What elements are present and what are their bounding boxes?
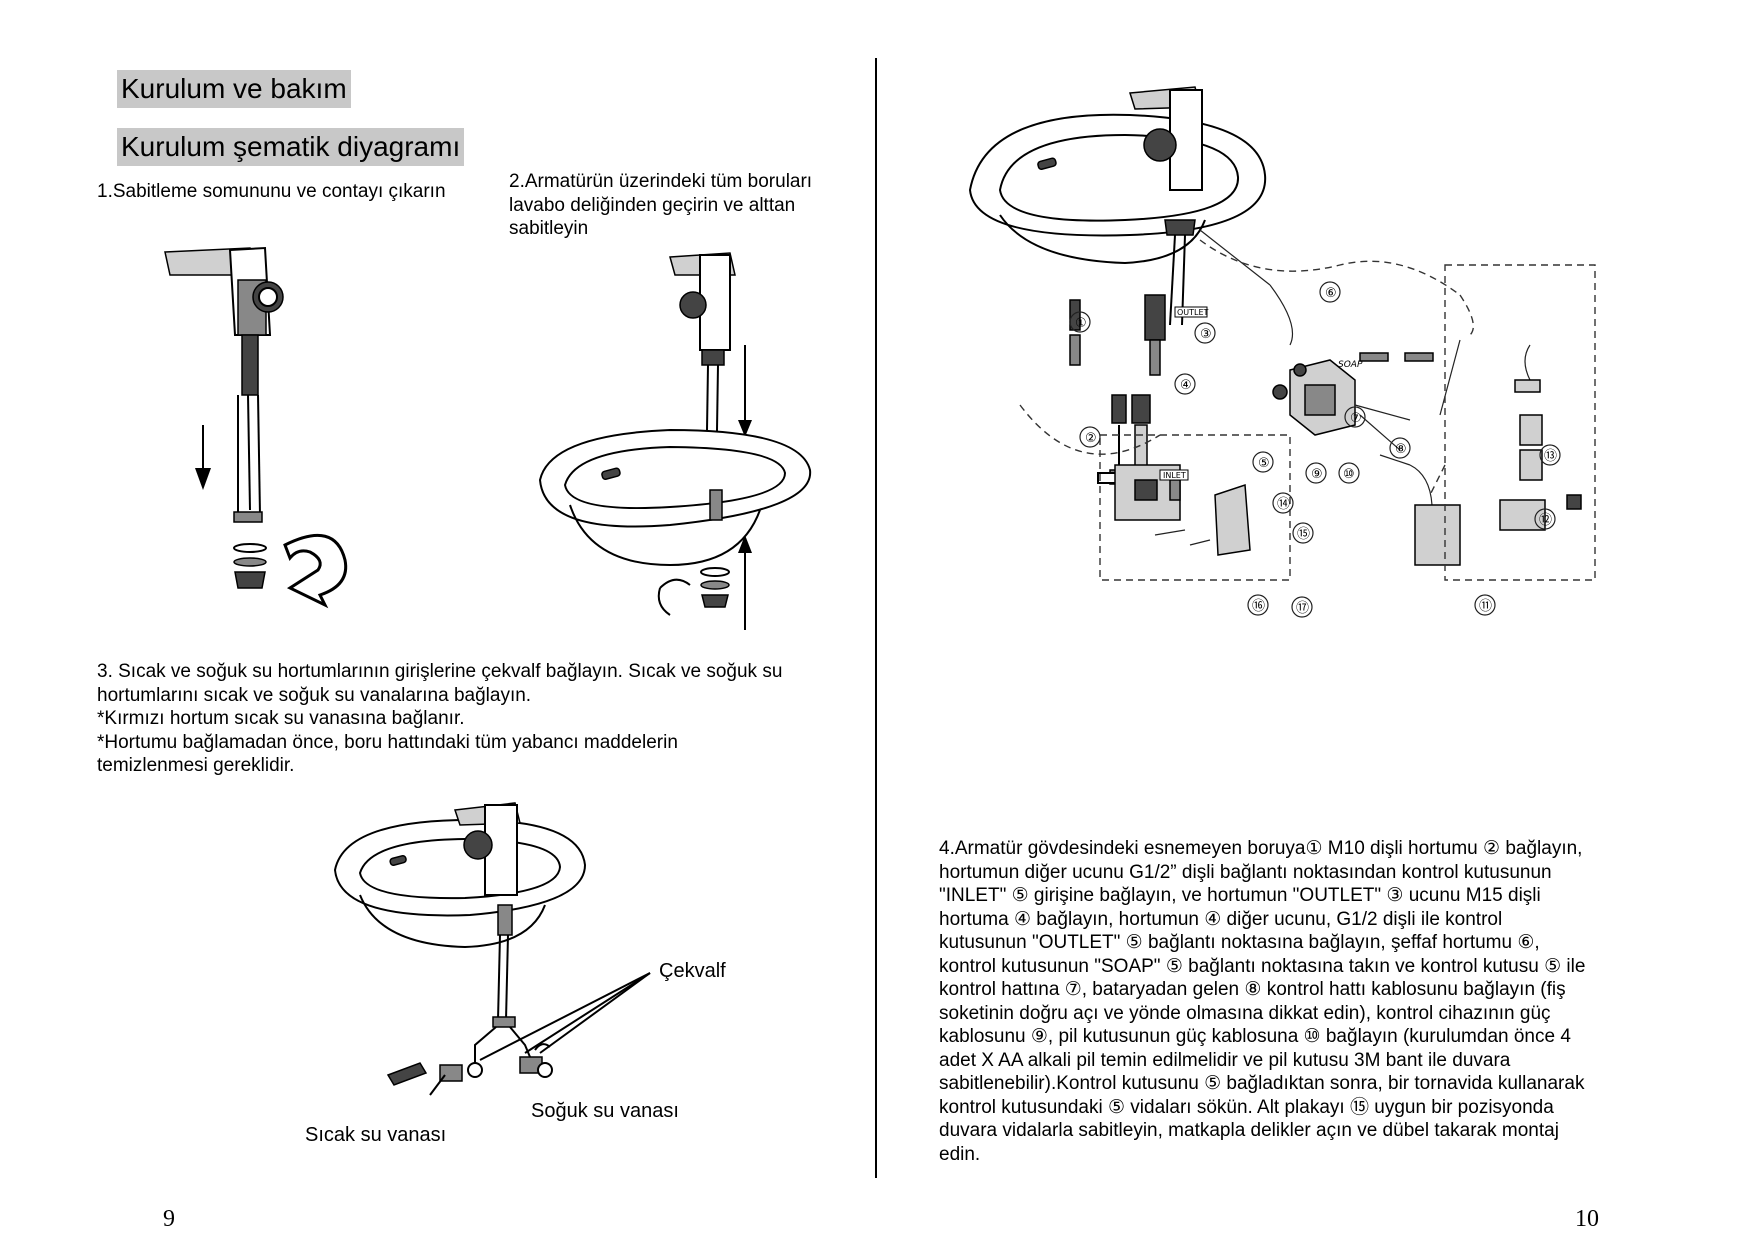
callout-3: ③	[1200, 327, 1212, 342]
step3-line: 3. Sıcak ve soğuk su hortumlarının giriş…	[97, 661, 783, 682]
callout-14: ⑭	[1277, 497, 1290, 512]
step4-line: kontrol hattına ⑦, bataryadan gelen ⑧ ko…	[939, 979, 1566, 1000]
step3-line: hortumlarını sıcak ve soğuk su vanaların…	[97, 684, 532, 706]
callout-group: ① ② ③ ④ ⑤ ⑥ ⑦ ⑧ ⑨ ⑩ ⑪ ⑫ ⑬ ⑭ ⑮ ⑯ ⑰	[1069, 281, 1561, 618]
step4-line: hortumun diğer ucunu G1/2” dişli bağlant…	[939, 861, 1552, 883]
outlet-tag: OUTLET	[1177, 308, 1209, 317]
step2-line: sabitleyin	[509, 218, 589, 239]
page-number-right: 10	[1575, 1206, 1599, 1232]
step2-line: 2.Armatürün üzerindeki tüm boruları	[509, 171, 813, 192]
step4-line: kablosunu ⑨, pil kutusunun güç kablosuna…	[939, 1026, 1571, 1047]
step4-line: kutusunun "OUTLET" ⑤ bağlantı noktasına …	[939, 932, 1540, 953]
callout-8: ⑧	[1395, 442, 1407, 457]
page-divider	[875, 58, 877, 1178]
callout-9: ⑨	[1311, 467, 1323, 482]
page-number-left: 9	[163, 1206, 175, 1232]
callout-12: ⑫	[1539, 513, 1552, 528]
check-valve-label: Çekvalf	[659, 960, 726, 982]
faucet-basin-figure	[538, 252, 812, 630]
inlet-tag: INLET	[1163, 471, 1186, 480]
step4-line: sabitlenebilir).Kontrol kutusunu ⑤ bağla…	[939, 1073, 1585, 1094]
callout-2: ②	[1085, 431, 1097, 446]
callout-4: ④	[1180, 378, 1192, 393]
valve-connection-figure	[333, 802, 651, 1096]
step3-line: *Kırmızı hortum sıcak su vanasına bağlan…	[97, 708, 465, 729]
section-heading: Kurulum ve bakım	[117, 70, 351, 108]
step4-line: duvara vidalarla sabitleyin, matkapla de…	[939, 1120, 1559, 1141]
step4-line: 4.Armatür gövdesindeki esnemeyen boruya①…	[939, 838, 1583, 859]
callout-16: ⑯	[1252, 599, 1265, 614]
step4-line: edin.	[939, 1143, 981, 1165]
callout-6: ⑥	[1325, 286, 1337, 301]
step4-text: 4.Armatür gövdesindeki esnemeyen boruya①…	[939, 837, 1585, 1166]
step3-line: temizlenmesi gereklidir.	[97, 755, 295, 776]
callout-7: ⑦	[1350, 411, 1362, 426]
callout-5: ⑤	[1258, 456, 1270, 471]
step3-line: *Hortumu bağlamadan önce, boru hattındak…	[97, 731, 678, 753]
faucet-removal-figure	[164, 246, 348, 609]
soap-tag: SOAP	[1338, 360, 1363, 370]
callout-13: ⑬	[1544, 449, 1557, 464]
step4-line: soketinin doğru açı ve yönde olmasına di…	[939, 1002, 1551, 1024]
callout-1: ①	[1075, 316, 1087, 331]
callout-11: ⑪	[1479, 599, 1492, 614]
step4-line: "INLET" ⑤ girişine bağlayın, ve hortumun…	[939, 885, 1541, 906]
step4-line: kontrol kutusunun "SOAP" ⑤ bağlantı nokt…	[939, 955, 1586, 977]
exploded-assembly-diagram: ① ② ③ ④ ⑤ ⑥ ⑦ ⑧ ⑨ ⑩ ⑪ ⑫ ⑬ ⑭ ⑮ ⑯ ⑰ OUTLET…	[968, 86, 1596, 618]
callout-15: ⑮	[1297, 527, 1310, 542]
callout-17: ⑰	[1296, 601, 1309, 616]
hot-valve-label: Sıcak su vanası	[305, 1124, 447, 1146]
step4-line: hortuma ④ bağlayın, hortumun ④ diğer ucu…	[939, 908, 1503, 930]
step4-line: kontrol kutusundaki ⑤ vidaları sökün. Al…	[939, 1096, 1554, 1118]
section-subheading: Kurulum şematik diyagramı	[117, 128, 465, 166]
step2-text: 2.Armatürün üzerindeki tüm boruları lava…	[509, 170, 812, 241]
step4-line: adet X AA alkali pil temin edilmelidir v…	[939, 1049, 1511, 1071]
step2-line: lavabo deliğinden geçirin ve alttan	[509, 194, 796, 216]
step3-text: 3. Sıcak ve soğuk su hortumlarının giriş…	[97, 660, 782, 778]
callout-10: ⑩	[1343, 467, 1355, 482]
step1-text: 1.Sabitleme somununu ve contayı çıkarın	[97, 181, 446, 202]
cold-valve-label: Soğuk su vanası	[531, 1100, 679, 1122]
